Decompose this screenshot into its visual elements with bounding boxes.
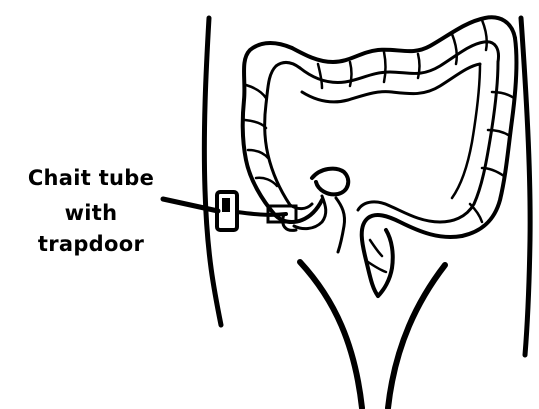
right-groin-line xyxy=(388,265,445,408)
annotation-line-1: Chait tube xyxy=(6,166,176,190)
annotation-line-2: with xyxy=(6,201,176,225)
torso-right-outline xyxy=(521,18,530,355)
large-intestine xyxy=(243,17,517,296)
left-groin-line xyxy=(300,262,362,408)
torso-left-outline xyxy=(204,18,221,325)
chait-tube-trapdoor xyxy=(222,198,230,212)
chait-tube-catheter xyxy=(237,212,286,215)
annotation-line-3: trapdoor xyxy=(6,232,176,256)
